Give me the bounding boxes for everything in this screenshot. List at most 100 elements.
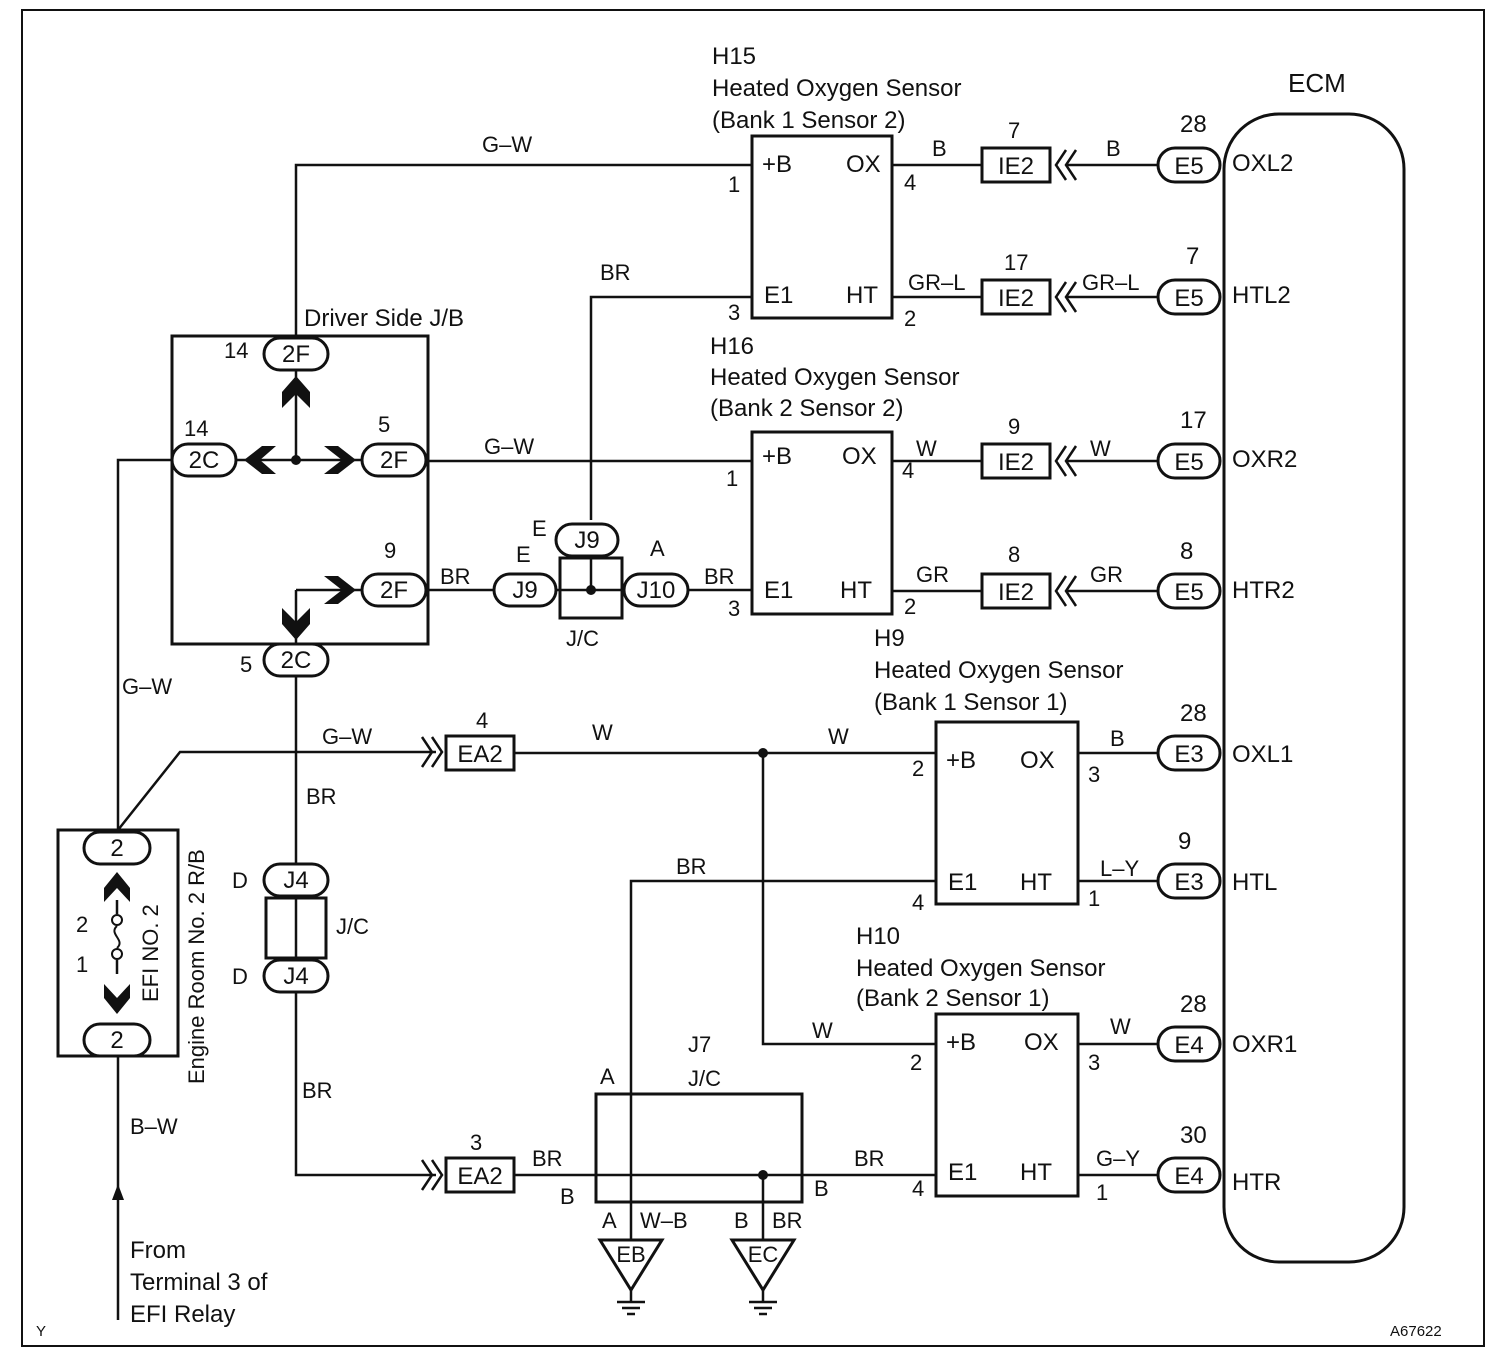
pin-number: 1 (1088, 886, 1100, 911)
sensor-position: (Bank 2 Sensor 1) (856, 985, 1049, 1012)
pin-number: 3 (728, 300, 740, 325)
ecm-terminal-htl: 9 E3 HTL (1156, 828, 1277, 900)
ie2-connector-oxr2: W 9 IE2 W (892, 414, 1158, 480)
ie2-label: IE2 (998, 579, 1034, 606)
ea2-label: EA2 (457, 741, 502, 768)
wire-label: BR (532, 1146, 563, 1171)
pin-number: 3 (1088, 1050, 1100, 1075)
connector-pin: 17 (1004, 250, 1028, 275)
junction-connector-j7: J7 J/C A A W–B B BR B (594, 1032, 829, 1240)
ecm-terminal-name: OXL1 (1232, 741, 1293, 768)
ecm-pin: 8 (1180, 538, 1193, 565)
sensor-id: H16 (710, 333, 754, 360)
wire-label: B (932, 136, 947, 161)
wire-label: BR (676, 854, 707, 879)
ecm-connector-label: E4 (1174, 1163, 1203, 1190)
wire-label: G–W (122, 674, 172, 699)
jc-pin-letter: A (602, 1208, 617, 1233)
wire-label: GR (916, 562, 949, 587)
ecm-terminal-htr2: 8 E5 HTR2 (1156, 538, 1295, 610)
sensor-body (750, 430, 894, 616)
sensor-id: H9 (874, 625, 905, 652)
wire-label: G–W (322, 724, 372, 749)
connector-pin: 9 (384, 538, 396, 563)
wire-label: GR–L (1082, 270, 1139, 295)
sensor-id: H10 (856, 923, 900, 950)
sensor-name: Heated Oxygen Sensor (874, 657, 1123, 684)
ecm-terminal-htl2: 7 E5 HTL2 (1156, 243, 1291, 316)
pin-number: 3 (728, 596, 740, 621)
pin-number: 2 (904, 306, 916, 331)
wire-label: W (812, 1018, 833, 1043)
jc-connector (622, 572, 690, 608)
sensor-body (934, 1012, 1080, 1198)
sensor-h9: H9 Heated Oxygen Sensor (Bank 1 Sensor 1… (874, 625, 1123, 915)
ecm-terminal-name: OXR1 (1232, 1031, 1297, 1058)
wire-label: G–Y (1096, 1146, 1140, 1171)
ground-eb: EB (597, 1238, 665, 1316)
connector-pin: 8 (1008, 542, 1020, 567)
fuse-terminal (111, 948, 123, 960)
pin-label-ht: HT (840, 577, 872, 604)
jc-id: J7 (688, 1032, 711, 1057)
pin-label-e1: E1 (764, 577, 793, 604)
fuse-pin: 1 (76, 952, 88, 977)
pin-label-ox: OX (842, 443, 877, 470)
ecm-pin: 7 (1186, 243, 1199, 270)
engine-room-rb: 2 2 2 1 EFI NO. 2 Engine Room No. 2 R/B (56, 828, 209, 1084)
pin-number: 2 (904, 594, 916, 619)
wire-label: L–Y (1100, 856, 1139, 881)
connector-pin: 3 (470, 1130, 482, 1155)
wire-oxl1: B (1078, 726, 1158, 755)
wire-label: BR (306, 784, 337, 809)
wire-label: W–B (640, 1208, 688, 1233)
wire-w-h10 (761, 753, 936, 1046)
jc-pin-letter: D (232, 868, 248, 893)
ie2-connector-htl2: GR–L 17 IE2 GR–L (892, 250, 1158, 316)
ecm-terminal-oxl2: 28 E5 OXL2 (1156, 111, 1293, 184)
pin-label-plus-b: +B (762, 443, 792, 470)
pin-label-plus-b: +B (946, 747, 976, 774)
ground-label: EB (616, 1242, 645, 1267)
pin-label-ht: HT (1020, 1159, 1052, 1186)
pin-number: 2 (910, 1050, 922, 1075)
wire-label: G–W (482, 132, 532, 157)
ie2-label: IE2 (998, 285, 1034, 312)
connector-pin: 5 (378, 412, 390, 437)
ea2-label: EA2 (457, 1163, 502, 1190)
connector-label: 2C (281, 647, 312, 674)
connector-pin: 7 (1008, 118, 1020, 143)
ie2-box (980, 146, 1052, 184)
arrow-down-icon (104, 984, 130, 1014)
ecm-terminal-name: HTR2 (1232, 577, 1295, 604)
wire-label: W (828, 724, 849, 749)
sensor-h16: H16 Heated Oxygen Sensor (Bank 2 Sensor … (710, 333, 959, 621)
ecm-terminal-oxr2: 17 E5 OXR2 (1156, 407, 1297, 480)
ground-symbol-icon (729, 1238, 797, 1293)
pin-number: 4 (904, 170, 916, 195)
jc-connector-label: J9 (574, 527, 599, 554)
pin-number: 1 (1096, 1180, 1108, 1205)
connector-chevron (420, 1159, 444, 1191)
wire-label: BR (302, 1078, 333, 1103)
junction-dot (586, 585, 596, 595)
ecm-connector-label: E5 (1174, 449, 1203, 476)
jc-label: J/C (566, 626, 599, 651)
ecm-connector-label: E5 (1174, 285, 1203, 312)
jc-body (594, 1092, 804, 1204)
ie2-box (980, 572, 1052, 610)
sensor-name: Heated Oxygen Sensor (710, 364, 959, 391)
fuse-pin: 2 (76, 912, 88, 937)
sensor-body (750, 134, 894, 320)
wire-label: GR–L (908, 270, 965, 295)
wire-label: W (916, 436, 937, 461)
jc-connector (492, 572, 558, 608)
sensor-body (934, 720, 1080, 906)
ecm-terminal-name: OXL2 (1232, 150, 1293, 177)
ie2-label: IE2 (998, 153, 1034, 180)
pin-number: 2 (912, 756, 924, 781)
connector-label: 2 (110, 1027, 123, 1054)
ecm-pin: 30 (1180, 1122, 1207, 1149)
arrow-left-icon (244, 446, 276, 474)
junction-connector-j4: D J4 J/C D J4 (232, 862, 369, 994)
